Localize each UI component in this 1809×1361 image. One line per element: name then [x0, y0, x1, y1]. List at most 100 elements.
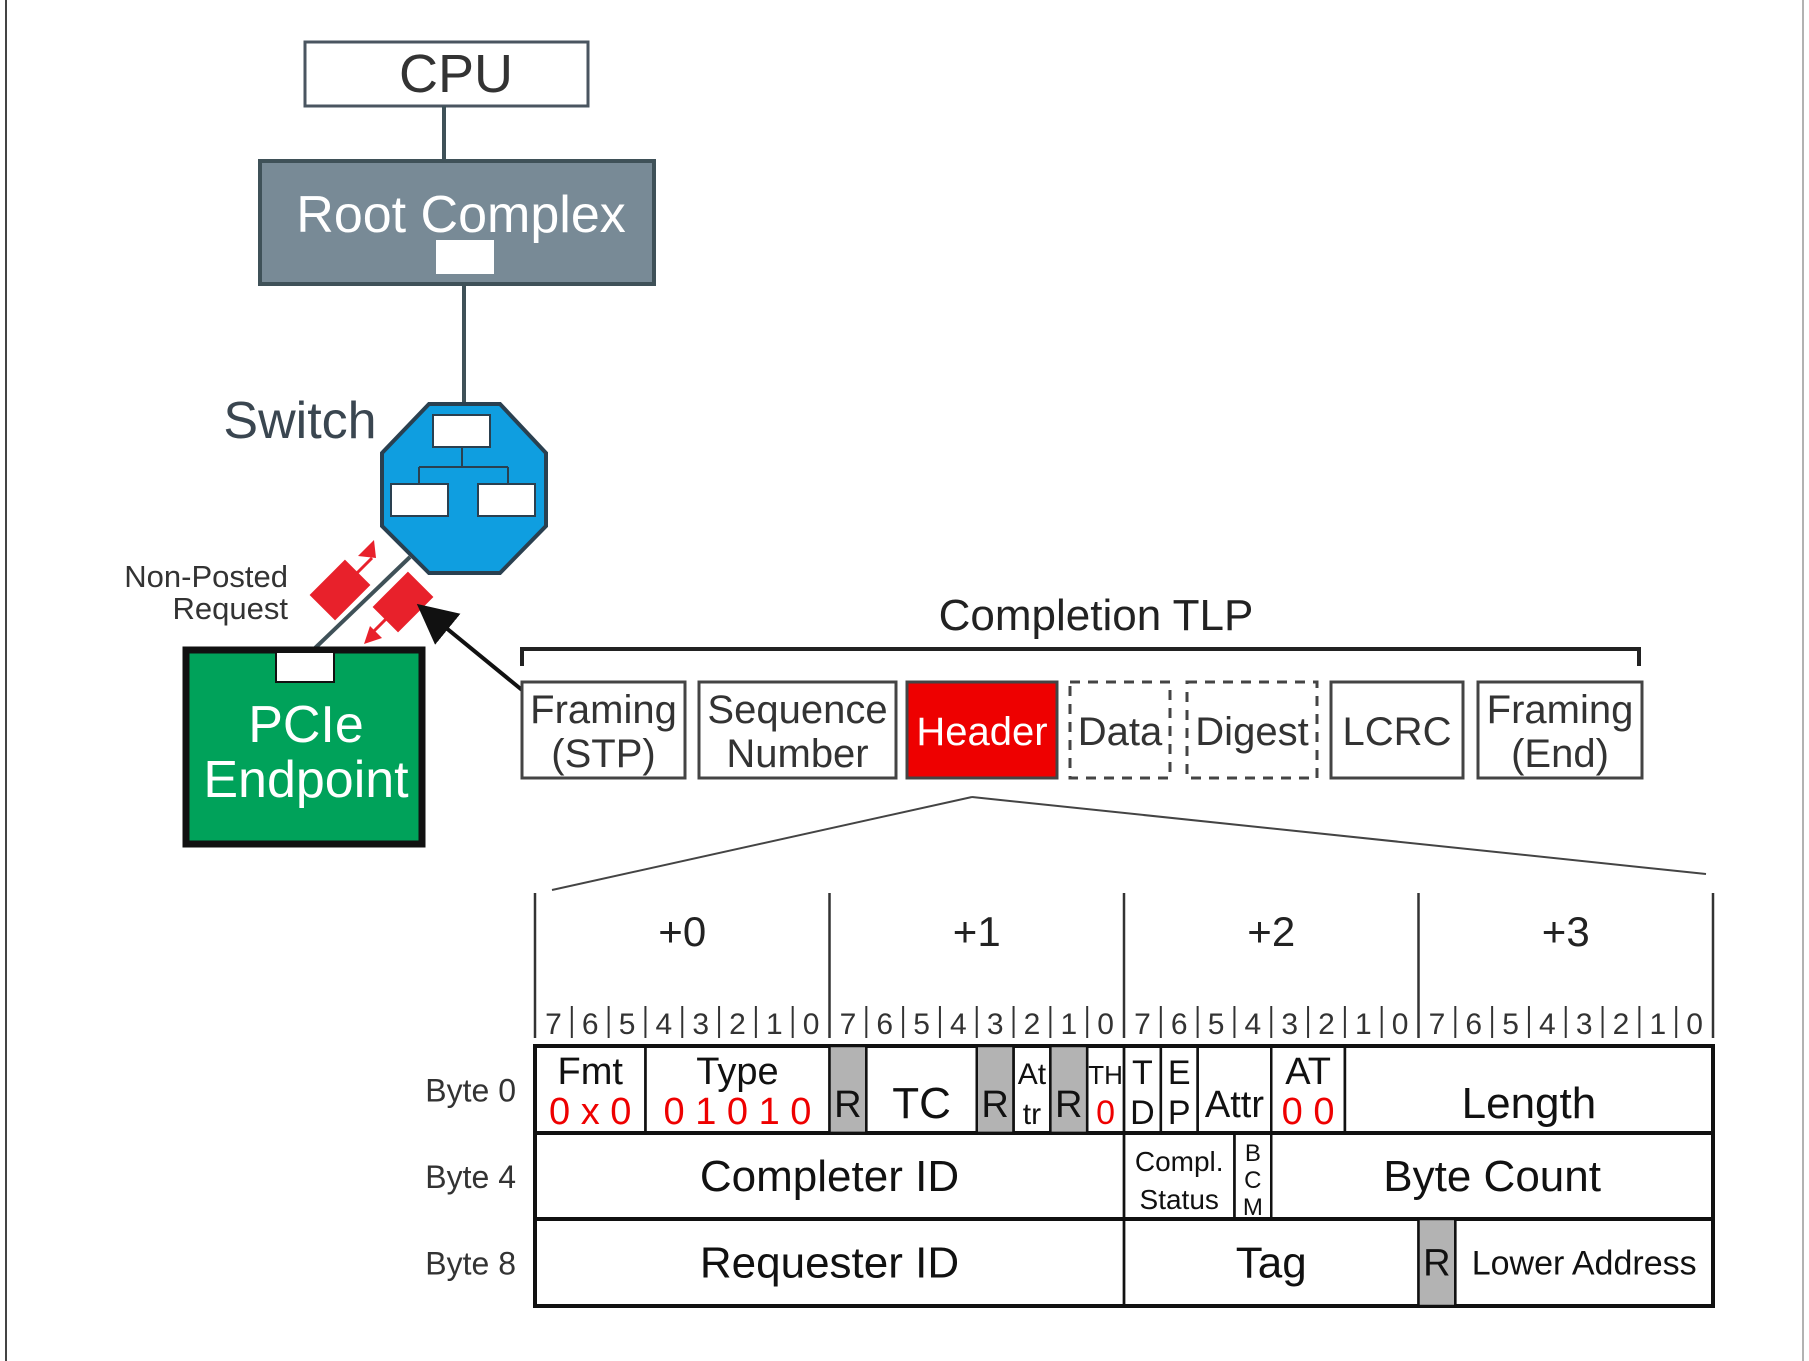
td-line2: D — [1130, 1094, 1155, 1132]
fmt-name: Fmt — [558, 1051, 624, 1093]
bit-label: 3 — [1576, 1008, 1593, 1041]
switch-endpoint-link — [311, 555, 412, 652]
completer-id-label: Completer ID — [700, 1152, 959, 1201]
zoom-line-left — [551, 796, 973, 891]
bit-label: 0 — [1392, 1008, 1409, 1041]
bit-label: 3 — [692, 1008, 709, 1041]
endpoint-port — [275, 651, 335, 683]
byte-offset-label: +1 — [953, 908, 1001, 955]
row-label: Byte 4 — [425, 1159, 516, 1195]
switch-octagon — [380, 402, 548, 575]
bit-label: 7 — [1134, 1008, 1151, 1041]
tc-label: TC — [892, 1079, 951, 1128]
bit-label: 2 — [1024, 1008, 1041, 1041]
bit-label: 1 — [1355, 1008, 1372, 1041]
zoom-line-right — [971, 796, 1707, 875]
byte-offset-label: +3 — [1542, 908, 1590, 955]
request-arrow-shaft — [352, 556, 374, 578]
type-name: Type — [696, 1051, 778, 1093]
tag-label: Tag — [1236, 1239, 1307, 1288]
tlp-field-box-3 — [1068, 680, 1172, 780]
bit-label: 0 — [803, 1008, 820, 1041]
tlp-title: Completion TLP — [939, 591, 1254, 640]
length-label: Length — [1462, 1079, 1597, 1128]
tlp-field-box-4 — [1185, 680, 1319, 780]
bit-label: 4 — [1539, 1008, 1556, 1041]
row-label: Byte 0 — [425, 1073, 516, 1109]
bit-label: 5 — [1502, 1008, 1519, 1041]
request-arrowhead — [358, 540, 376, 558]
bit-label: 5 — [1208, 1008, 1225, 1041]
bit-label: 7 — [840, 1008, 857, 1041]
attr-label: Attr — [1205, 1084, 1264, 1126]
bit-label: 4 — [656, 1008, 673, 1041]
th-value: 0 — [1096, 1094, 1115, 1132]
endpoint-label-line1: PCIe — [248, 696, 364, 754]
bit-label: 3 — [987, 1008, 1004, 1041]
byte-count-label: Byte Count — [1383, 1152, 1601, 1201]
bcm-letter-1: B — [1245, 1140, 1261, 1167]
bit-label: 0 — [1097, 1008, 1114, 1041]
tlp-field-label-0-line1: Framing — [530, 688, 677, 732]
td-line1: T — [1132, 1054, 1153, 1092]
attr-bit-line1: At — [1018, 1058, 1047, 1091]
bit-label: 7 — [1429, 1008, 1446, 1041]
tlp-field-box-2 — [905, 680, 1059, 780]
bit-label: 2 — [1613, 1008, 1630, 1041]
requester-id-label: Requester ID — [700, 1239, 959, 1288]
root-complex-port — [436, 240, 494, 274]
tlp-field-label-1-line1: Sequence — [707, 688, 887, 732]
switch-downstream-port-2 — [477, 483, 536, 517]
tlp-field-label-0-line2: (STP) — [551, 732, 655, 776]
reserved-label-4: R — [1423, 1243, 1450, 1285]
lower-address-label: Lower Address — [1472, 1245, 1697, 1283]
tlp-field-label-4: Digest — [1195, 710, 1308, 754]
reserved-label-2: R — [981, 1084, 1008, 1126]
completion-arrowhead — [364, 626, 382, 644]
request-label-line1: Non-Posted — [124, 559, 288, 594]
bit-label: 4 — [1245, 1008, 1262, 1041]
lower-address-cell — [1454, 1217, 1715, 1308]
cpu-label: CPU — [399, 44, 513, 104]
tlp-field-label-1-line2: Number — [726, 732, 868, 776]
at-value: 0 0 — [1282, 1091, 1335, 1133]
bit-label: 5 — [619, 1008, 636, 1041]
tlp-field-label-2: Header — [916, 710, 1047, 754]
bcm-letter-3: M — [1243, 1194, 1263, 1221]
bit-label: 6 — [1465, 1008, 1482, 1041]
bit-label: 6 — [582, 1008, 599, 1041]
ep-line1: E — [1168, 1054, 1191, 1092]
switch-downstream-port-1 — [390, 483, 449, 517]
tlp-field-label-6-line2: (End) — [1511, 732, 1609, 776]
tlp-field-box-1 — [697, 680, 898, 780]
ep-line2: P — [1168, 1094, 1191, 1132]
bit-label: 6 — [1171, 1008, 1188, 1041]
th-name: TH — [1088, 1060, 1123, 1090]
fmt-value: 0 x 0 — [549, 1091, 631, 1133]
type-value: 0 1 0 1 0 — [664, 1091, 812, 1133]
tlp-field-label-3: Data — [1078, 710, 1163, 754]
reserved-label-3: R — [1055, 1084, 1082, 1126]
bit-label: 1 — [766, 1008, 783, 1041]
cpu-box — [303, 40, 590, 108]
topology: CPU Root Complex Switch Non-Posted Reque… — [124, 40, 656, 848]
tlp-field-label-5: LCRC — [1343, 710, 1452, 754]
tlp-section: Completion TLP Framing(STP)SequenceNumbe… — [520, 591, 1707, 891]
compl-status-line2: Status — [1140, 1184, 1219, 1215]
bit-label: 2 — [729, 1008, 746, 1041]
bit-label: 4 — [950, 1008, 967, 1041]
tlp-field-box-6 — [1476, 680, 1644, 780]
bit-label: 0 — [1686, 1008, 1703, 1041]
completion-pointer-arrow — [416, 603, 524, 692]
at-name: AT — [1285, 1051, 1331, 1093]
bit-label: 1 — [1649, 1008, 1666, 1041]
bit-label: 2 — [1318, 1008, 1335, 1041]
reserved-label-1: R — [834, 1084, 861, 1126]
bcm-letter-2: C — [1244, 1167, 1261, 1194]
root-complex-label: Root Complex — [296, 186, 625, 244]
attr-bit-line2: tr — [1023, 1098, 1041, 1131]
bit-label: 7 — [545, 1008, 562, 1041]
tlp-field-label-6-line1: Framing — [1487, 688, 1634, 732]
